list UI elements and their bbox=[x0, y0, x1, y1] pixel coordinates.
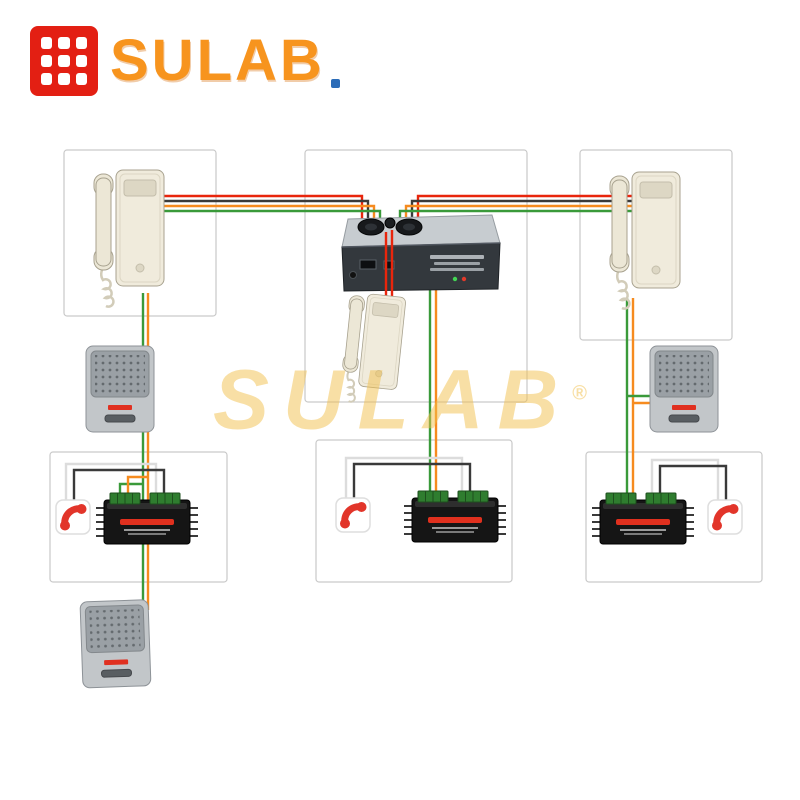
control-unit-center-knob bbox=[384, 217, 396, 229]
telephone-icon-right bbox=[708, 500, 742, 534]
wire-phone-right-white bbox=[650, 458, 720, 502]
brand-logo: SULAB bbox=[30, 26, 340, 96]
decoder-module-right bbox=[591, 492, 695, 545]
telephone-icon-left bbox=[56, 500, 90, 534]
brand-logo-icon bbox=[30, 26, 98, 96]
wire-left-branch-orange bbox=[126, 475, 148, 497]
control-unit-port-2 bbox=[383, 260, 395, 270]
components bbox=[56, 168, 742, 689]
main-control-unit bbox=[341, 214, 501, 292]
control-unit-edge bbox=[341, 242, 501, 248]
decoder-module-left bbox=[95, 492, 199, 545]
control-unit-cable-gland-left-inner bbox=[365, 223, 377, 231]
wire-phone-center-black bbox=[352, 462, 472, 500]
control-unit-label-1 bbox=[430, 255, 484, 259]
wire-phone-right-black bbox=[658, 464, 728, 502]
decoder-module-center bbox=[403, 490, 507, 543]
door-speaker-left bbox=[85, 345, 155, 433]
control-unit-label-3 bbox=[430, 268, 484, 271]
brand-logo-dot bbox=[330, 79, 340, 88]
wire-phone-center-white bbox=[344, 456, 464, 500]
telephone-icon-center bbox=[336, 498, 370, 532]
wire-phone-left-white bbox=[64, 462, 158, 502]
control-unit-cable-gland-right-inner bbox=[403, 223, 415, 231]
control-unit-led-green bbox=[452, 276, 458, 282]
control-unit-port-1 bbox=[359, 259, 377, 270]
door-speaker-bottom bbox=[79, 599, 152, 689]
control-unit-led-red bbox=[461, 276, 467, 282]
control-unit-label-2 bbox=[434, 262, 480, 265]
wire-phone-left-black bbox=[72, 468, 166, 502]
door-speaker-right bbox=[649, 345, 719, 433]
control-unit-dc-jack bbox=[349, 271, 357, 279]
brand-logo-text: SULAB bbox=[110, 28, 325, 93]
